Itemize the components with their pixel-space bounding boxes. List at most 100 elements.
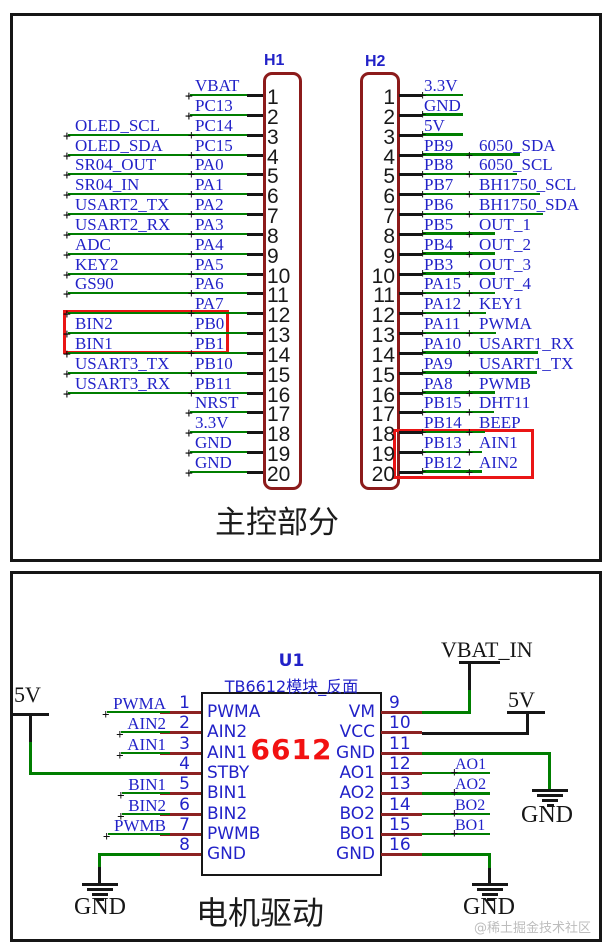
h2-wire (419, 267, 495, 279)
h2-signal-label: OUT_2 (479, 234, 531, 254)
u1-pin-name-AO2-13: AO2 (339, 783, 375, 804)
u1-pin-stub (160, 731, 201, 735)
wire-5v-right-vertical (526, 713, 529, 733)
h2-row-PB12: PB12AIN2 (419, 452, 518, 480)
h1-row-PA2: USART2_TXPA2 (63, 196, 263, 223)
h1-pin-number: 14 (267, 343, 291, 367)
main-control-title: 主控部分 (215, 505, 339, 541)
power-bar-5v-left (13, 713, 49, 716)
u1-net-label-BO1: BO1 (455, 816, 486, 834)
h1-row-PC14: OLED_SCLPC14 (63, 115, 263, 144)
h2-pin-name: 5V (424, 115, 445, 135)
h1-signal-label: SR04_OUT (75, 156, 195, 182)
h2-wire (419, 188, 541, 199)
h1-pin-name: PC15 (195, 135, 233, 155)
h2-wire (419, 366, 538, 378)
h1-pin-name: PC14 (195, 115, 233, 135)
h2-pin-number: 9 (383, 244, 395, 268)
h1-pin-name: PA7 (195, 294, 224, 314)
h1-signal-label: SR04_IN (75, 176, 195, 202)
u1-subtitle: TB6612模块_反面 (224, 677, 359, 696)
u1-pin-stub (160, 792, 201, 796)
h2-row-5V: 5V (419, 115, 479, 140)
h1-pin-number: 7 (267, 205, 279, 229)
h2-pin-number: 14 (371, 343, 395, 367)
wire-5v-to-vcc (422, 731, 529, 735)
h1-pin-name: PA4 (195, 234, 224, 254)
h1-pin-name: NRST (195, 393, 239, 413)
u1-pin-name-PWMB-7: PWMB (207, 823, 261, 844)
h2-row-PA8: PA8PWMB (419, 373, 531, 401)
h1-pin-number: 12 (267, 304, 291, 328)
h2-signal-label: PWMB (479, 373, 531, 393)
h1-wire-stub (247, 272, 263, 276)
u1-pin-stub (381, 751, 422, 755)
u1-pin-stub (381, 853, 422, 857)
h1-pin-name: PA6 (195, 274, 224, 294)
net-label-text: BIN1 (128, 775, 166, 795)
h1-pin-name: GND (195, 452, 232, 472)
u1-pin-number: 13 (389, 774, 411, 795)
h2-wire-stub (399, 153, 422, 157)
h1-pin-name: PC13 (195, 95, 233, 115)
h1-pin-number: 20 (267, 462, 291, 486)
h2-row-PA15: PA15OUT_4 (419, 275, 531, 301)
h1-pin-number: 3 (267, 125, 279, 149)
h2-row-PB14: PB14BEEP (419, 414, 521, 440)
net-label-text: BIN2 (128, 795, 166, 815)
gnd-symbol-right (530, 789, 570, 809)
net-label-text: PWMA (113, 694, 166, 713)
h2-signal-label: PWMA (479, 314, 532, 334)
h2-pin-name: PB6 (424, 196, 479, 222)
h1-wire-stub (247, 451, 263, 455)
h1-wire-stub (247, 470, 263, 474)
u1-pin-number: 7 (179, 814, 190, 835)
h1-row-NRST: NRST (185, 393, 263, 421)
gnd-label-bottom-left: GND (74, 894, 126, 920)
h1-pin-number: 16 (267, 383, 291, 407)
u1-pin-name-GND-11: GND (336, 742, 375, 763)
h2-wire-stub (399, 252, 422, 256)
h2-row-PB5: PB5OUT_1 (419, 216, 531, 242)
u1-net-label-BIN1: BIN1 (117, 775, 170, 802)
h1-pin-name: PB1 (195, 333, 225, 353)
wire-vbat-vertical-green (468, 690, 471, 713)
h2-signal-label: AIN2 (479, 452, 518, 472)
h2-wire-stub (399, 371, 422, 375)
h1-wire-stub (247, 113, 263, 117)
gnd-label-bottom-right: GND (463, 894, 515, 920)
h1-wire-stub (247, 153, 263, 157)
gnd-label-right: GND (521, 802, 573, 828)
u1-pin-number: 12 (389, 753, 411, 774)
h2-pin-number: 17 (371, 403, 395, 427)
h2-row-PB6: PB6BH1750_SDA (419, 196, 579, 222)
h2-pin-number: 18 (371, 423, 395, 447)
h1-pin-name: PA5 (195, 254, 224, 274)
wire-vbat-to-vm (422, 710, 471, 714)
wire-5v-to-stby (29, 771, 161, 775)
h2-pin-name: 3.3V (424, 76, 458, 95)
h2-row-PB3: PB3OUT_3 (419, 256, 531, 282)
u1-pin-number: 6 (179, 794, 190, 815)
h2-pin-name: PA15 (424, 275, 479, 301)
h1-pin-number: 9 (267, 244, 279, 268)
u1-pin-stub (160, 853, 201, 857)
h1-wire-stub (247, 213, 263, 217)
u1-pin-stub (160, 711, 201, 714)
h1-row-PA6: GS90PA6 (63, 274, 263, 302)
h2-pin-name: PB9 (424, 137, 479, 163)
u1-pin-number: 1 (179, 693, 190, 713)
u1-pin-name-BO2-14: BO2 (339, 803, 375, 824)
h2-wire-stub (399, 411, 422, 415)
u1-pin-stub (160, 751, 201, 755)
h1-wire-stub (247, 292, 263, 296)
wire-gnd-br-horizontal (422, 852, 491, 856)
u1-net-label-PWMA: PWMA (102, 694, 170, 721)
h1-signal-label: USART3_RX (75, 375, 195, 401)
h2-row-PB13: PB13AIN1 (419, 434, 518, 460)
h1-row-PA7: PA7 (63, 294, 263, 322)
h2-row-PB4: PB4OUT_2 (419, 234, 531, 262)
h2-pin-name: PB12 (424, 454, 479, 480)
h1-pin-number: 4 (267, 145, 279, 169)
u1-net-label-AIN1: AIN1 (116, 736, 170, 762)
